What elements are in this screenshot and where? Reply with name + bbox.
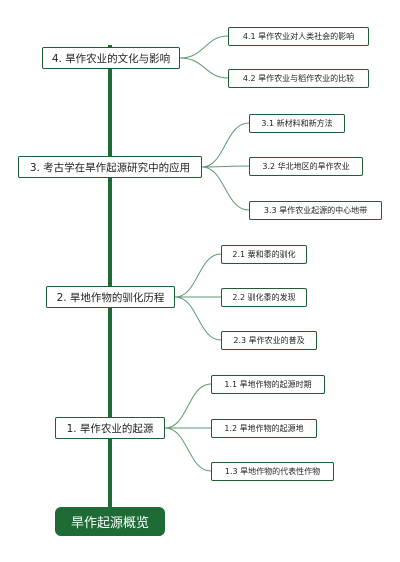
branch-node-origins[interactable]: 1. 旱作农业的起源 bbox=[55, 417, 165, 439]
link-1-3 bbox=[164, 427, 212, 472]
leaf-node-2-2[interactable]: 2.2 驯化黍的发现 bbox=[221, 288, 307, 307]
link-3-1 bbox=[201, 122, 250, 168]
link-2-1 bbox=[174, 253, 222, 298]
root-node[interactable]: 旱作起源概览 bbox=[55, 507, 165, 536]
leaf-node-1-1[interactable]: 1.1 旱地作物的起源时期 bbox=[211, 375, 325, 394]
branch-node-archaeology[interactable]: 3. 考古学在旱作起源研究中的应用 bbox=[18, 156, 202, 178]
leaf-node-3-3[interactable]: 3.3 旱作农业起源的中心地带 bbox=[249, 201, 382, 220]
branch-node-culture-impact[interactable]: 4. 旱作农业的文化与影响 bbox=[42, 47, 180, 69]
leaf-node-1-3[interactable]: 1.3 旱地作物的代表性作物 bbox=[211, 462, 334, 481]
leaf-node-2-3[interactable]: 2.3 旱作农业的普及 bbox=[221, 331, 317, 350]
link-4-2 bbox=[179, 57, 229, 79]
link-4-1 bbox=[179, 35, 229, 59]
branch-node-domestication[interactable]: 2. 旱地作物的驯化历程 bbox=[46, 286, 175, 308]
leaf-node-3-2[interactable]: 3.2 华北地区的旱作农业 bbox=[249, 157, 363, 176]
leaf-node-3-1[interactable]: 3.1 新材料和新方法 bbox=[249, 114, 345, 133]
link-1-1 bbox=[164, 383, 212, 429]
link-2-3 bbox=[174, 296, 222, 341]
leaf-node-1-2[interactable]: 1.2 旱地作物的起源地 bbox=[211, 419, 317, 438]
link-3-3 bbox=[201, 166, 250, 211]
leaf-node-2-1[interactable]: 2.1 粟和黍的驯化 bbox=[221, 245, 307, 264]
leaf-node-4-2[interactable]: 4.2 旱作农业与稻作农业的比较 bbox=[228, 69, 369, 88]
leaf-node-4-1[interactable]: 4.1 旱作农业对人类社会的影响 bbox=[228, 27, 369, 46]
link-3-2 bbox=[201, 165, 250, 168]
